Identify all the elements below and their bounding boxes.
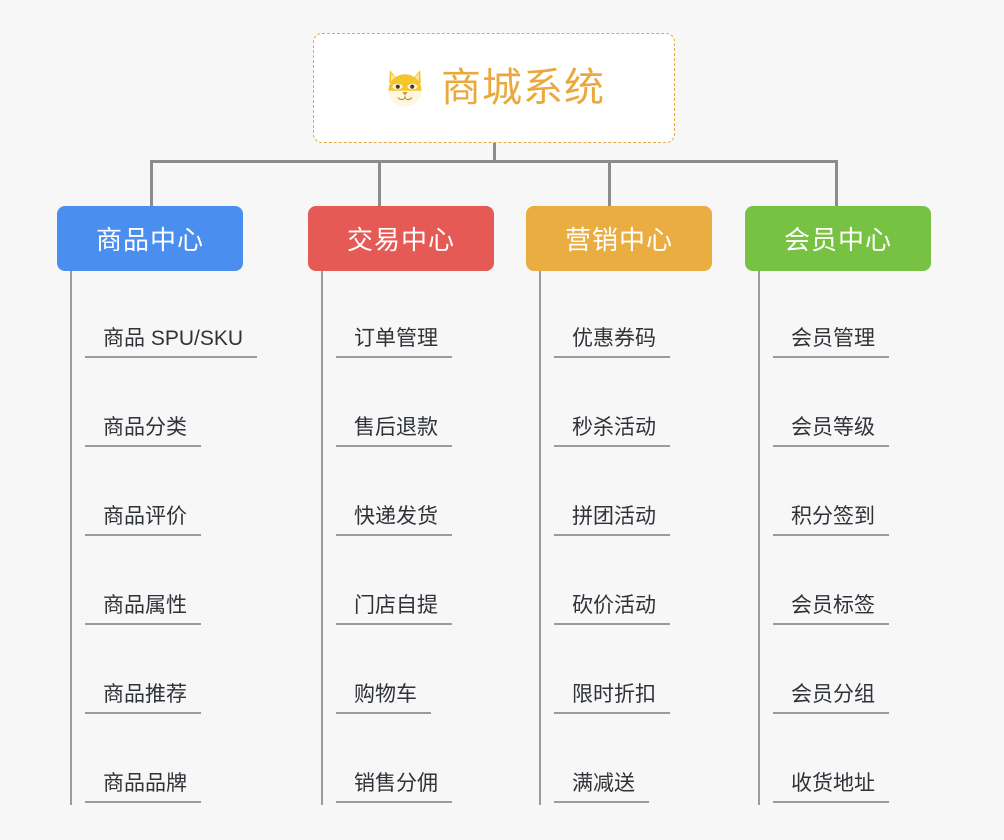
leaf-label: 销售分佣 xyxy=(336,772,452,803)
leaf-label: 会员管理 xyxy=(773,327,889,358)
branch-column-member-center: 会员中心 会员管理 会员等级 积分签到 会员标签 会员分组 收货地址 xyxy=(745,206,931,805)
branch-header-member-center[interactable]: 会员中心 xyxy=(745,206,931,271)
branch-header-label: 营销中心 xyxy=(564,225,673,255)
leaf-label: 收货地址 xyxy=(773,772,889,803)
list-item[interactable]: 限时折扣 xyxy=(554,627,712,716)
leaf-label: 订单管理 xyxy=(336,327,452,358)
branch-header-label: 商品中心 xyxy=(95,225,204,255)
list-item[interactable]: 会员标签 xyxy=(773,538,931,627)
list-item[interactable]: 拼团活动 xyxy=(554,449,712,538)
leaf-label: 商品 SPU/SKU xyxy=(85,327,258,358)
leaf-label: 拼团活动 xyxy=(554,505,670,536)
list-item[interactable]: 满减送 xyxy=(554,716,712,805)
list-item[interactable]: 积分签到 xyxy=(773,449,931,538)
leaf-label: 砍价活动 xyxy=(554,594,670,625)
branch-header-marketing-center[interactable]: 营销中心 xyxy=(526,206,712,271)
list-item[interactable]: 优惠券码 xyxy=(554,271,712,360)
list-item[interactable]: 会员管理 xyxy=(773,271,931,360)
leaf-label: 门店自提 xyxy=(336,594,452,625)
leaf-label: 商品推荐 xyxy=(85,683,201,714)
list-item[interactable]: 砍价活动 xyxy=(554,538,712,627)
list-item[interactable]: 快递发货 xyxy=(336,449,494,538)
shiba-dog-icon xyxy=(388,70,422,107)
leaf-label: 限时折扣 xyxy=(554,683,670,714)
leaf-label: 满减送 xyxy=(554,772,649,803)
leaf-label: 会员标签 xyxy=(773,594,889,625)
branch-header-label: 交易中心 xyxy=(346,225,455,255)
leaf-list-trade-center: 订单管理 售后退款 快递发货 门店自提 购物车 销售分佣 xyxy=(321,271,494,805)
branch-column-product-center: 商品中心 商品 SPU/SKU 商品分类 商品评价 商品属性 商品推荐 商品品牌 xyxy=(57,206,258,805)
root-node[interactable]: 商城系统 xyxy=(313,33,675,143)
branch-column-marketing-center: 营销中心 优惠券码 秒杀活动 拼团活动 砍价活动 限时折扣 满减送 xyxy=(526,206,712,805)
list-item[interactable]: 商品推荐 xyxy=(85,627,243,716)
leaf-label: 商品评价 xyxy=(85,505,201,536)
leaf-label: 会员分组 xyxy=(773,683,889,714)
leaf-list-marketing-center: 优惠券码 秒杀活动 拼团活动 砍价活动 限时折扣 满减送 xyxy=(539,271,712,805)
leaf-label: 会员等级 xyxy=(773,416,889,447)
list-item[interactable]: 商品评价 xyxy=(85,449,243,538)
branch-header-trade-center[interactable]: 交易中心 xyxy=(308,206,494,271)
list-item[interactable]: 订单管理 xyxy=(336,271,494,360)
branch-header-label: 会员中心 xyxy=(783,225,892,255)
connector-branch-3 xyxy=(608,160,611,208)
list-item[interactable]: 商品 SPU/SKU xyxy=(85,271,258,360)
list-item[interactable]: 商品品牌 xyxy=(85,716,243,805)
leaf-label: 商品属性 xyxy=(85,594,201,625)
leaf-label: 快递发货 xyxy=(336,505,452,536)
branch-header-product-center[interactable]: 商品中心 xyxy=(57,206,243,271)
connector-root-stem xyxy=(493,143,496,161)
root-title: 商城系统 xyxy=(441,66,605,110)
leaf-label: 商品分类 xyxy=(85,416,201,447)
list-item[interactable]: 会员等级 xyxy=(773,360,931,449)
connector-branch-2 xyxy=(378,160,381,208)
leaf-list-member-center: 会员管理 会员等级 积分签到 会员标签 会员分组 收货地址 xyxy=(758,271,931,805)
leaf-label: 售后退款 xyxy=(336,416,452,447)
leaf-label: 商品品牌 xyxy=(85,772,201,803)
leaf-list-product-center: 商品 SPU/SKU 商品分类 商品评价 商品属性 商品推荐 商品品牌 xyxy=(70,271,258,805)
branch-column-trade-center: 交易中心 订单管理 售后退款 快递发货 门店自提 购物车 销售分佣 xyxy=(308,206,494,805)
connector-branch-4 xyxy=(835,160,838,208)
list-item[interactable]: 收货地址 xyxy=(773,716,931,805)
connector-branch-1 xyxy=(150,160,153,208)
list-item[interactable]: 销售分佣 xyxy=(336,716,494,805)
list-item[interactable]: 门店自提 xyxy=(336,538,494,627)
leaf-label: 积分签到 xyxy=(773,505,889,536)
list-item[interactable]: 售后退款 xyxy=(336,360,494,449)
list-item[interactable]: 商品分类 xyxy=(85,360,243,449)
list-item[interactable]: 购物车 xyxy=(336,627,494,716)
list-item[interactable]: 秒杀活动 xyxy=(554,360,712,449)
list-item[interactable]: 商品属性 xyxy=(85,538,243,627)
leaf-label: 购物车 xyxy=(336,683,431,714)
list-item[interactable]: 会员分组 xyxy=(773,627,931,716)
leaf-label: 优惠券码 xyxy=(554,327,670,358)
connector-horizontal-bar xyxy=(150,160,838,163)
leaf-label: 秒杀活动 xyxy=(554,416,670,447)
